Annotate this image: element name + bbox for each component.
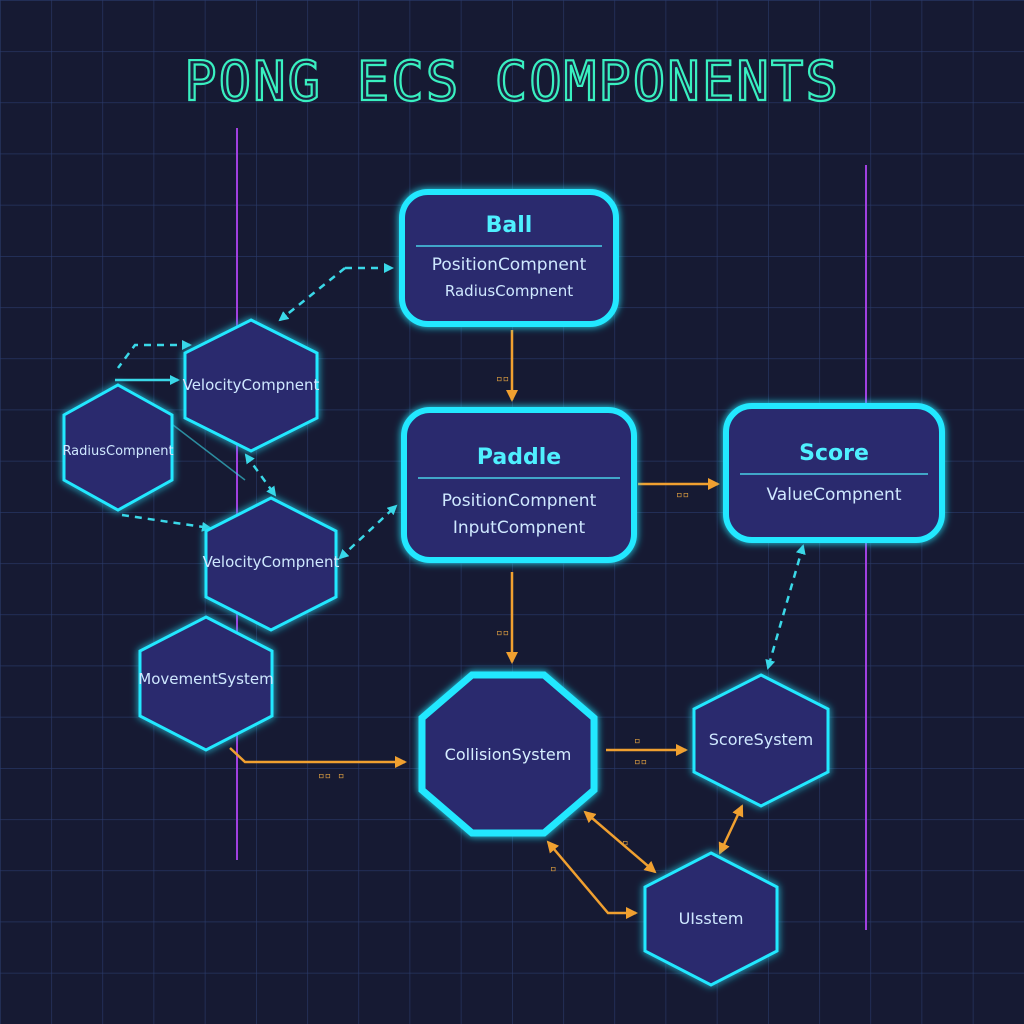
diagram-title: PONG ECS COMPONENTS: [184, 50, 840, 113]
entity-paddle-component-1: PositionCompnent: [442, 491, 597, 511]
component-velocity-top[interactable]: VelocityCompnent: [183, 318, 320, 453]
entity-paddle-title: Paddle: [477, 445, 561, 470]
system-score-label: ScoreSystem: [709, 730, 813, 749]
arrow-scoresystem-to-ui: [718, 804, 744, 855]
arrow-glyph: ▫: [550, 862, 557, 875]
system-ui-shape: [643, 851, 779, 987]
connectors: ▫▫ ▫▫ ▫▫ ▫▫ ▫ ▫ ▫▫ ▫▫ ▫ ▫: [115, 263, 806, 919]
arrow-glyph: ▫▫: [634, 755, 647, 768]
system-score[interactable]: ScoreSystem: [692, 673, 830, 808]
component-velocity-top-label: VelocityCompnent: [183, 376, 320, 394]
system-collision-label: CollisionSystem: [445, 745, 572, 764]
system-ui-label: UIsstem: [679, 909, 744, 928]
entity-paddle[interactable]: Paddle PositionCompnent InputCompnent: [401, 407, 637, 563]
component-radius-left-label: RadiusCompnent: [62, 444, 173, 459]
arrow-velocity-to-radius: [116, 340, 192, 369]
entity-score-title: Score: [799, 441, 869, 466]
entity-paddle-box: [401, 407, 637, 563]
component-velocity-mid-shape: [204, 496, 338, 632]
link-radius-velocity: [159, 414, 246, 481]
component-velocity-mid-label: VelocityCompnent: [203, 553, 340, 571]
arrow-ball-to-velocity: [278, 267, 346, 322]
entity-ball-title: Ball: [486, 213, 533, 238]
entity-ball-component-2: RadiusCompnent: [445, 282, 573, 300]
arrow-glyph: ▫▫: [496, 626, 509, 639]
component-velocity-top-shape: [183, 318, 319, 453]
component-velocity-mid[interactable]: VelocityCompnent: [203, 496, 340, 632]
system-collision[interactable]: CollisionSystem: [418, 671, 598, 837]
system-movement[interactable]: MovementSystem: [138, 615, 274, 752]
system-movement-label: MovementSystem: [138, 670, 273, 688]
entity-paddle-component-2: InputCompnent: [453, 518, 586, 538]
arrow-glyph: ▫: [634, 734, 641, 747]
arrow-glyph: ▫▫: [496, 372, 509, 385]
entity-ball-component-1: PositionCompnent: [432, 255, 587, 275]
entity-score-component-1: ValueCompnent: [767, 485, 902, 505]
arrow-glyph: ▫: [622, 836, 629, 849]
arrow-movement-to-collision: [229, 747, 407, 768]
entity-score[interactable]: Score ValueCompnent: [723, 403, 945, 543]
component-radius-left-shape: [62, 383, 174, 512]
component-radius-left[interactable]: RadiusCompnent: [62, 383, 174, 512]
arrow-score-to-scoresystem: [765, 544, 806, 670]
system-collision-shape: [418, 671, 598, 837]
arrow-glyph: ▫▫ ▫: [318, 769, 345, 782]
arrow-glyph: ▫▫: [676, 488, 689, 501]
system-movement-shape: [138, 615, 274, 752]
arrow-radius-to-velocity-mid: [121, 513, 212, 532]
entity-ball-box: [399, 189, 619, 327]
arrow-ui-to-collision: [546, 840, 638, 919]
entity-score-box: [723, 403, 945, 543]
entity-ball[interactable]: Ball PositionCompnent RadiusCompnent: [399, 189, 619, 327]
arrow-velocity-to-velocity: [244, 453, 277, 497]
system-score-shape: [692, 673, 830, 808]
system-ui[interactable]: UIsstem: [643, 851, 779, 987]
